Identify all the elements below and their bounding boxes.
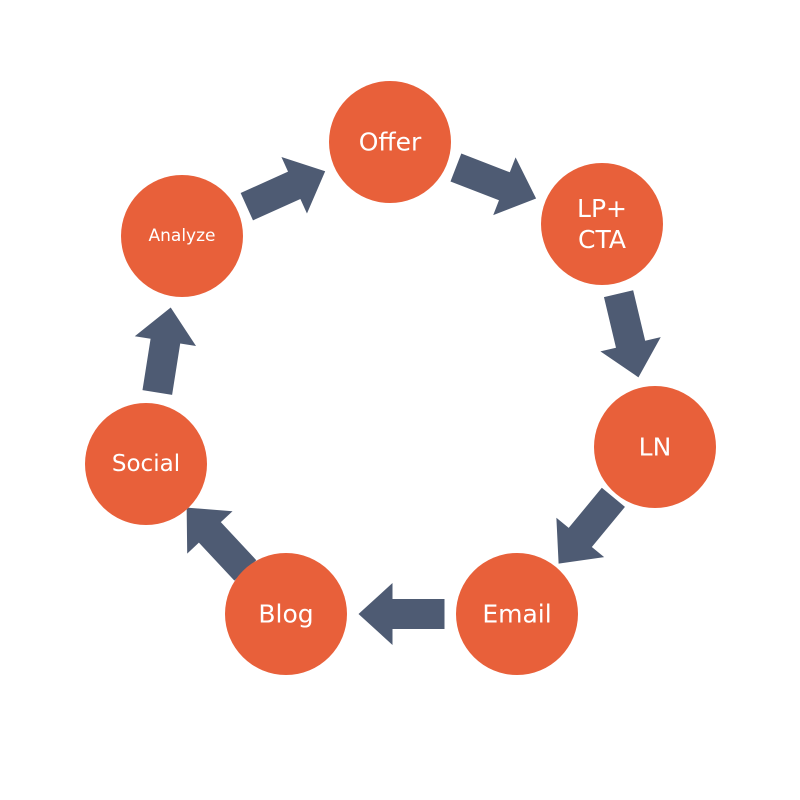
arrow-ln-to-email — [556, 487, 625, 564]
arrow-email-to-blog — [358, 583, 445, 645]
node-label-lp-cta-line-0: LP+ — [577, 194, 627, 223]
node-circle-email — [456, 553, 578, 675]
node-label-social: Social — [112, 451, 180, 477]
node-analyze: Analyze — [121, 175, 243, 297]
arrow-layer — [134, 153, 661, 645]
node-label-analyze: Analyze — [149, 226, 216, 246]
node-ln: LN — [594, 386, 716, 508]
node-lp-cta: LP+CTA — [541, 163, 663, 285]
arrow-blog-to-social — [186, 507, 257, 581]
node-circle-ln — [594, 386, 716, 508]
node-circle-offer — [329, 81, 451, 203]
arrow-social-to-analyze — [134, 307, 197, 395]
arrow-offer-to-lp-cta — [450, 153, 537, 216]
node-circle-blog — [225, 553, 347, 675]
node-social: Social — [85, 403, 207, 525]
node-label-blog: Blog — [258, 600, 313, 629]
arrow-analyze-to-offer — [240, 157, 326, 221]
node-circle-lp-cta — [541, 163, 663, 285]
node-email: Email — [456, 553, 578, 675]
arrow-lp-cta-to-ln — [600, 290, 661, 378]
node-blog: Blog — [225, 553, 347, 675]
node-circle-social — [85, 403, 207, 525]
node-offer: Offer — [329, 81, 451, 203]
node-label-ln: LN — [639, 433, 672, 462]
node-label-offer: Offer — [359, 128, 422, 157]
node-label-email: Email — [482, 600, 551, 629]
node-circle-analyze — [121, 175, 243, 297]
node-label-lp-cta-line-1: CTA — [578, 225, 626, 254]
